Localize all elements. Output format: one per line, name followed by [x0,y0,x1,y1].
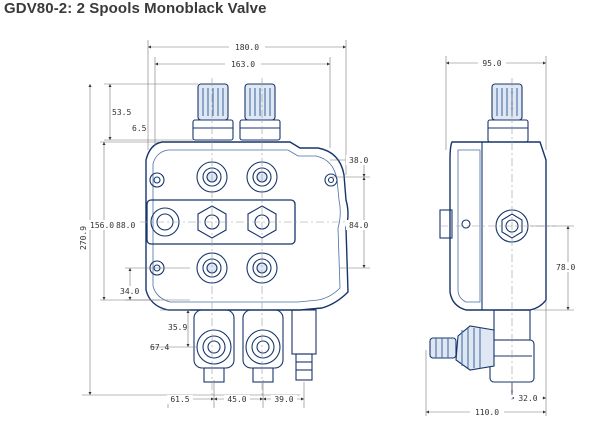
dim-height-ports: 156.0 [90,221,114,230]
front-dimension-labels: 180.0 163.0 53.5 6.5 270.9 156.0 88.0 38… [79,42,372,404]
dim-bottom-c: 39.0 [274,395,293,404]
relief-valve [291,309,317,381]
dim-right-top: 38.0 [349,156,368,165]
dim-width-ports: 88.0 [116,221,135,230]
dim-bottom-a: 61.5 [170,395,189,404]
front-dimension-lines [82,40,370,408]
page-title: GDV80-2: 2 Spools Monoblack Valve [4,0,267,17]
dim-spool-offset-a: 35.9 [168,323,187,332]
front-center-lines [140,78,356,395]
dim-width-inner: 163.0 [231,60,255,69]
bottom-spool-left [193,309,235,383]
valve-body-outline [145,141,349,311]
dim-side-height-right: 78.0 [556,263,575,272]
bottom-spool-right [242,309,284,383]
dim-side-width-overall: 110.0 [475,408,499,417]
top-cap-left [192,83,234,141]
port-row-bottom [196,252,278,284]
dim-side-bottom-small: 32.0 [518,394,537,403]
dim-top-height: 53.5 [112,108,131,117]
dim-right-mid: 84.0 [349,221,368,230]
dim-top-small: 6.5 [132,124,147,133]
dim-spool-offset-b: 67.4 [150,343,169,352]
top-cap-right [239,83,281,141]
dim-width-overall: 180.0 [235,43,259,52]
side-dimension-labels: 95.0 78.0 32.0 110.0 [470,58,581,417]
dim-side-width-top: 95.0 [482,59,501,68]
dim-height-overall: 270.9 [79,226,88,250]
port-row-top [196,161,278,193]
dim-left-low: 34.0 [120,287,139,296]
side-view [429,83,547,395]
front-view [145,83,349,383]
dim-bottom-b: 45.0 [227,395,246,404]
